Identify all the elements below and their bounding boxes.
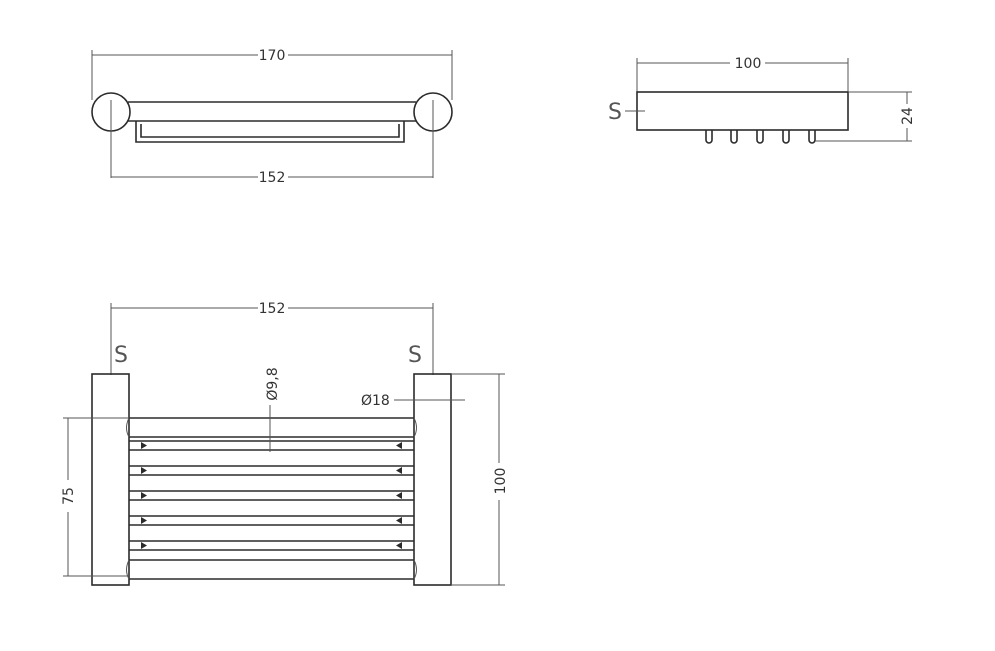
dim-rod-diameter: Ø9,8 (265, 367, 281, 400)
dim-height: 24 (900, 107, 916, 125)
front-view: 170 152 (91, 48, 453, 186)
top-view: 152 S S (61, 301, 509, 586)
section-mark-right: S (408, 343, 422, 368)
section-mark: S (608, 100, 622, 125)
side-view: 100 S 24 (608, 56, 916, 144)
side-body (636, 91, 849, 131)
dim-depth: 100 (735, 56, 762, 72)
dim-overall-depth: 100 (493, 468, 509, 495)
rack-frame (135, 121, 405, 143)
dim-end-diameter: Ø18 (361, 393, 390, 409)
right-post (413, 373, 452, 586)
rods (129, 440, 414, 551)
section-mark-left: S (114, 343, 128, 368)
dim-inner-depth: 75 (61, 487, 77, 505)
left-post (91, 373, 130, 586)
dim-bar-width: 152 (259, 170, 286, 186)
dim-overall-width: 170 (259, 48, 286, 64)
dim-top-width: 152 (259, 301, 286, 317)
